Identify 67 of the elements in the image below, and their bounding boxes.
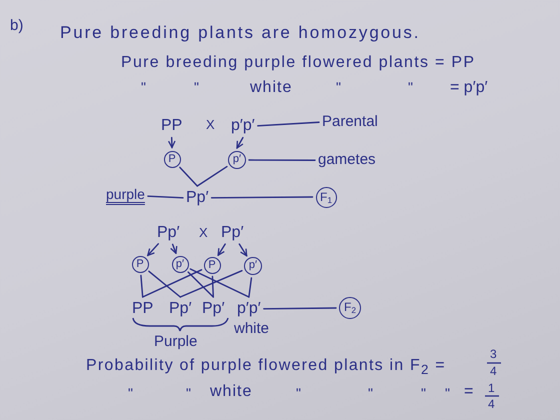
arrow [236, 136, 244, 149]
ditto-mark: " [421, 386, 426, 402]
phenotype-label: purple [106, 187, 145, 206]
fraction-numerator: 1 [488, 382, 495, 394]
generation-label: Parental [322, 114, 378, 130]
question-number: b) [10, 18, 24, 34]
genotype-text: Pp′ [169, 300, 192, 318]
equals-sign: = [464, 383, 474, 401]
connector-line [263, 307, 337, 310]
ditto-mark: " [186, 386, 191, 402]
gamete-circle: p′ [172, 256, 188, 272]
connector-line [187, 271, 214, 298]
gamete-circle: P [204, 256, 220, 274]
statement-text: Pure breeding plants are homozygous. [60, 24, 420, 43]
arrow [238, 243, 248, 257]
phenotype-label: Purple [154, 334, 198, 350]
genotype-text: Pp′ [221, 224, 244, 242]
statement-text: Pure breeding purple flowered plants = PP [121, 54, 476, 72]
genotype-text: p′p′ [237, 300, 261, 318]
gamete-circle: p′ [244, 257, 262, 275]
fraction-denominator: 4 [488, 398, 495, 410]
cross-sign: X [206, 118, 215, 132]
ditto-mark: " [141, 80, 146, 96]
ditto-mark: " [296, 386, 301, 402]
gamete-circle: p′ [228, 151, 246, 169]
connector-line [179, 166, 198, 187]
genotype-text: PP [161, 117, 182, 135]
generation-circle: F$_{1}$ [316, 186, 336, 208]
generation-circle: F$_{2}$ [339, 297, 361, 319]
probability-text: Probability of purple flowered plants in F$_{2}$ = [86, 357, 446, 378]
connector-line [140, 274, 144, 298]
connector-line [248, 277, 252, 298]
arrow [147, 243, 159, 256]
connector-line [248, 159, 316, 161]
connector-line [147, 196, 184, 198]
ditto-mark: " [408, 80, 413, 96]
ditto-mark: " [194, 80, 199, 96]
ditto-mark: " [445, 386, 450, 402]
cross-sign: X [199, 226, 208, 240]
ditto-mark: " [368, 386, 373, 402]
arrow [217, 243, 226, 256]
gamete-circle: P [132, 256, 148, 272]
connector-line [142, 269, 202, 298]
phenotype-label: white [234, 321, 270, 338]
fraction-numerator: 3 [490, 348, 497, 360]
connector-line [257, 122, 320, 126]
connector-line [212, 276, 214, 298]
gamete-circle: P [164, 150, 180, 168]
connector-line [210, 196, 314, 198]
genotype-text: = p′p′ [450, 79, 488, 97]
genotype-text: Pp′ [157, 224, 180, 242]
genotype-text: p′p′ [231, 117, 255, 135]
connector-line [148, 270, 181, 298]
genotype-text: Pp′ [186, 189, 209, 207]
color-word: white [250, 79, 292, 97]
arrow [170, 244, 178, 254]
ditto-mark: " [128, 386, 133, 402]
arrow [168, 136, 176, 148]
connector-line [196, 166, 228, 187]
color-word: white [210, 383, 252, 401]
fraction-denominator: 4 [490, 365, 497, 377]
connector-line [190, 268, 250, 298]
generation-label: gametes [318, 152, 376, 168]
connector-line [180, 270, 243, 298]
genotype-text: Pp′ [202, 300, 225, 318]
ditto-mark: " [336, 80, 341, 96]
genotype-text: PP [132, 300, 154, 318]
